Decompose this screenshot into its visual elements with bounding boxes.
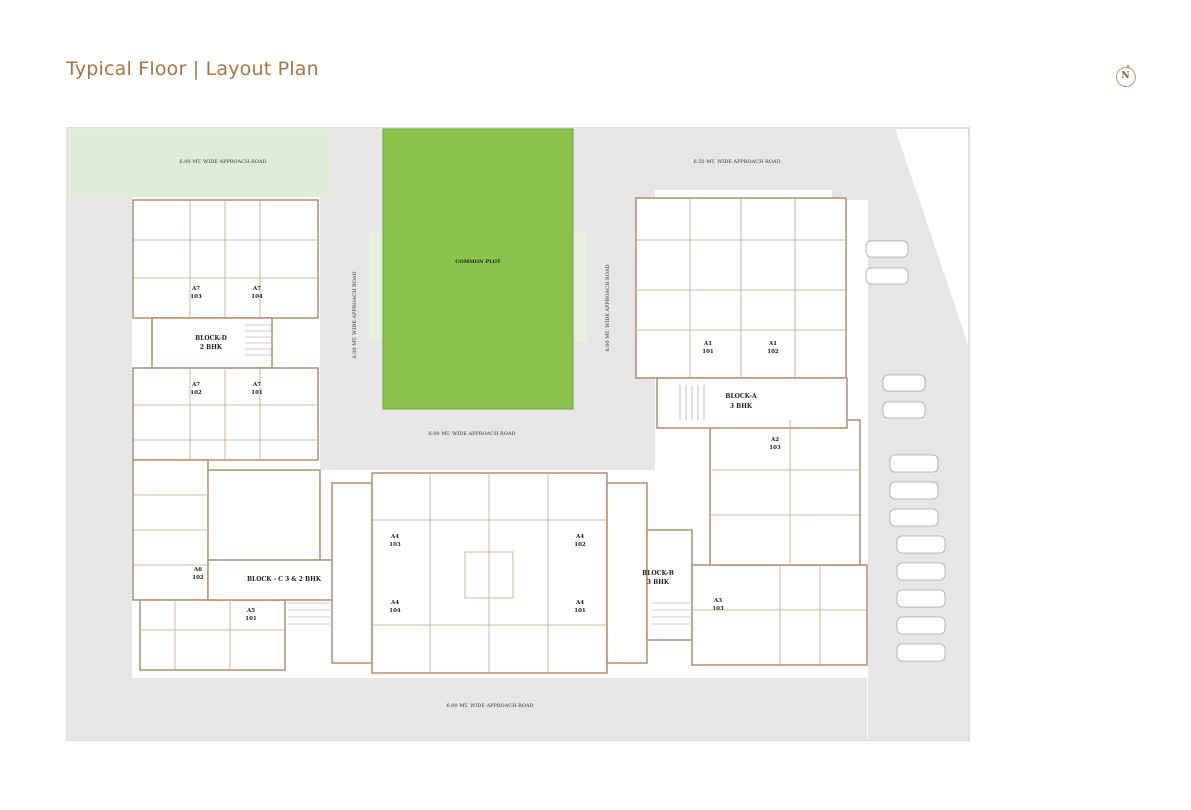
road-vertical-left: 6.00 MT. WIDE APPROACH ROAD <box>352 271 358 358</box>
interior-partitions <box>133 198 867 673</box>
block-d-label-line-2: 2 BHK <box>200 344 223 351</box>
block-a-label-line-2: 3 BHK <box>730 403 753 410</box>
block-a-label-line-1: BLOCK-A <box>725 393 757 400</box>
planting-left <box>369 232 381 342</box>
road-top-right: 6.50 MT. WIDE APPROACH ROAD <box>693 159 780 165</box>
unit-a7-102-name: A7 <box>191 382 200 388</box>
unit-a1-102-name: A1 <box>768 341 777 347</box>
unit-a6-102-number: 102 <box>192 575 204 581</box>
unit-a5-101-name: A5 <box>246 608 255 614</box>
common-plot-label: COMMON PLOT <box>455 259 501 265</box>
unit-a1-102-number: 102 <box>767 349 779 355</box>
unit-a7-102-number: 102 <box>190 390 202 396</box>
unit-a4-102-number: 102 <box>574 542 586 548</box>
north-label: N <box>1121 71 1130 81</box>
unit-a6-102-name: A6 <box>193 567 202 573</box>
unit-a7-101-name: A7 <box>252 382 261 388</box>
road-middle: 6.00 MT. WIDE APPROACH ROAD <box>428 431 515 437</box>
page-title: Typical Floor | Layout Plan <box>66 58 319 80</box>
staircases <box>245 324 705 625</box>
unit-a4-102-name: A4 <box>575 534 584 540</box>
common-plot <box>382 128 574 410</box>
unit-a4-103-number: 103 <box>389 542 401 548</box>
block-d-label-line-1: BLOCK-D <box>195 335 227 342</box>
unit-a2-103-number: 103 <box>769 445 781 451</box>
block-b-label-line-1: BLOCK-B <box>642 570 674 577</box>
block-b-label-line-2: 3 BHK <box>647 579 670 586</box>
north-arrow-icon: N <box>1116 64 1136 87</box>
road-vertical-right: 6.00 MT. WIDE APPROACH ROAD <box>605 264 611 351</box>
unit-a4-104-number: 104 <box>389 608 401 614</box>
unit-a2-103-name: A2 <box>770 437 779 443</box>
unit-a7-104-number: 104 <box>251 294 263 300</box>
unit-a1-101-number: 101 <box>702 349 714 355</box>
road-bottom: 6.00 MT. WIDE APPROACH ROAD <box>446 703 533 709</box>
block-c-label: BLOCK - C 3 & 2 BHK <box>247 576 322 583</box>
paved-areas <box>67 128 968 740</box>
unit-a3-103-name: A3 <box>713 598 722 604</box>
unit-a4-101-name: A4 <box>575 600 584 606</box>
unit-a4-101-number: 101 <box>574 608 586 614</box>
parking-cars <box>865 240 946 662</box>
lawn-strip <box>68 129 333 197</box>
unit-a4-103-name: A4 <box>390 534 399 540</box>
unit-a7-104-name: A7 <box>252 286 261 292</box>
planting-right <box>575 232 587 342</box>
unit-a5-101-number: 101 <box>245 616 257 622</box>
unit-a3-103-number: 103 <box>712 606 724 612</box>
unit-a7-101-number: 101 <box>251 390 263 396</box>
unit-a4-104-name: A4 <box>390 600 399 606</box>
unit-a7-103-number: 103 <box>190 294 202 300</box>
unit-a1-101-name: A1 <box>703 341 712 347</box>
road-top-left: 6.00 MT. WIDE APPROACH ROAD <box>179 159 266 165</box>
unit-a7-103-name: A7 <box>191 286 200 292</box>
